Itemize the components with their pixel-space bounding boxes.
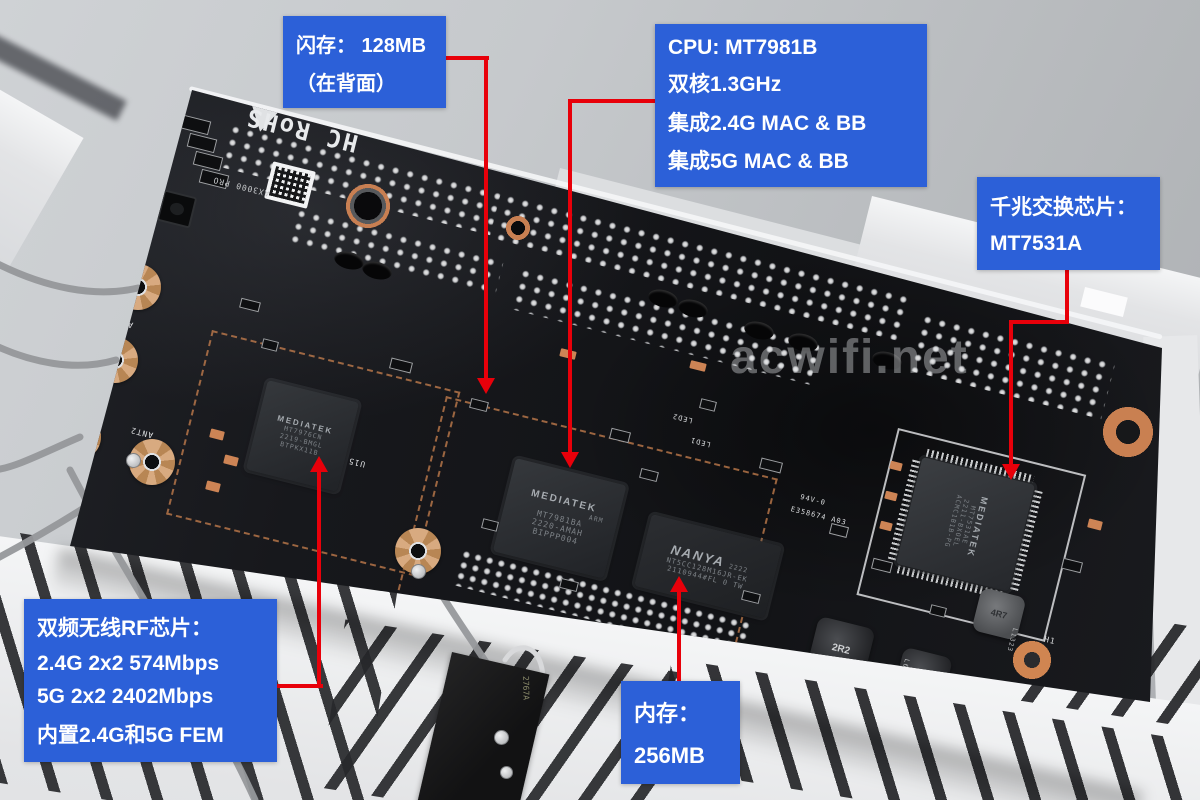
- switch-leader-v1: [1065, 270, 1069, 324]
- flash-leader-v: [484, 56, 488, 380]
- watermark: acwifi.net: [730, 331, 969, 384]
- callout-rf-line: 双频无线RF芯片：: [37, 616, 212, 640]
- cpu-chip-arm: ARM: [588, 513, 605, 525]
- antenna-pad-bottom: [395, 528, 441, 579]
- smd-component: [388, 357, 414, 374]
- smd-component: [192, 150, 224, 172]
- callout-cpu-line: 集成2.4G MAC & BB: [668, 111, 867, 135]
- callout-flash-line: 闪存： 128MB: [296, 34, 427, 57]
- smd-component: [180, 114, 212, 136]
- antenna-pad: [112, 264, 161, 310]
- callout-flash-line: （在背面）: [296, 72, 396, 95]
- rf-leader-v: [317, 470, 321, 688]
- smd-component: [828, 522, 850, 539]
- mounting-hole: [344, 182, 392, 230]
- cpu-leader-v: [568, 99, 572, 454]
- cert-label: E358674 A03: [789, 505, 848, 527]
- switch-leader-h: [1009, 320, 1069, 324]
- copper-pad: [689, 360, 707, 372]
- ul-label: 94V-0: [799, 492, 827, 508]
- switch-arrow: [1002, 464, 1020, 480]
- led2-label: LED2: [671, 411, 694, 425]
- pcb-antenna-label: 2767A: [521, 675, 531, 701]
- callout-ram-line: 内存：: [634, 701, 701, 727]
- callout-rf-line: 5G 2x2 2402Mbps: [37, 685, 214, 709]
- ant3-label: ANT3: [73, 389, 99, 404]
- copper-ring-h1: [1012, 640, 1052, 680]
- inductor-4r7b-label: 4R7: [989, 607, 1009, 621]
- ram-arrow: [670, 576, 688, 592]
- callout-cpu-line: 集成5G MAC & BB: [668, 149, 849, 173]
- smd-component: [186, 132, 218, 154]
- smd-component: [758, 457, 784, 474]
- antenna-pad: [126, 439, 175, 485]
- ant2-label: ANT2: [129, 425, 155, 440]
- callout-rf: 双频无线RF芯片： 2.4G 2x2 574Mbps 5G 2x2 2402Mb…: [24, 599, 277, 762]
- callout-ram: 内存： 256MB: [621, 681, 740, 784]
- flash-leader-h: [445, 56, 489, 60]
- callout-cpu-line: 双核1.3GHz: [668, 73, 782, 97]
- callout-switch-line: MT7531A: [990, 232, 1083, 256]
- antenna-solder-blob: [500, 766, 513, 779]
- antenna-pad: [70, 414, 101, 460]
- rf-leader-h: [277, 684, 323, 688]
- antenna-solder-blob: [494, 730, 509, 745]
- callout-cpu-line: CPU: MT7981B: [668, 36, 818, 60]
- callout-ram-line: 256MB: [634, 742, 705, 768]
- callout-flash: 闪存： 128MB （在背面）: [283, 16, 446, 108]
- reset-button: [156, 189, 198, 229]
- smd-component: [1060, 557, 1084, 574]
- rf-arrow: [310, 456, 328, 472]
- mounting-hole: [505, 215, 531, 241]
- flash-arrow: [477, 378, 495, 394]
- callout-rf-line: 内置2.4G和5G FEM: [37, 724, 224, 748]
- smd-component: [239, 297, 261, 313]
- ram-leader-v: [677, 590, 681, 682]
- copper-ring-right: [1102, 406, 1154, 458]
- antenna-pad: [89, 337, 138, 383]
- inductor-2r2-label: 2R2: [830, 641, 852, 657]
- callout-switch-line: 千兆交换芯片：: [990, 195, 1137, 219]
- switch-leader-v2: [1009, 320, 1013, 466]
- cpu-leader-h: [570, 99, 656, 103]
- copper-pad: [1087, 518, 1103, 531]
- ant4-label: ANT4: [109, 315, 135, 330]
- callout-rf-line: 2.4G 2x2 574Mbps: [37, 651, 220, 675]
- cpu-arrow: [561, 452, 579, 468]
- callout-switch: 千兆交换芯片： MT7531A: [977, 177, 1160, 270]
- led1-label: LED1: [689, 435, 712, 449]
- smd-component: [699, 398, 717, 412]
- callout-cpu: CPU: MT7981B 双核1.3GHz 集成2.4G MAC & BB 集成…: [655, 24, 927, 187]
